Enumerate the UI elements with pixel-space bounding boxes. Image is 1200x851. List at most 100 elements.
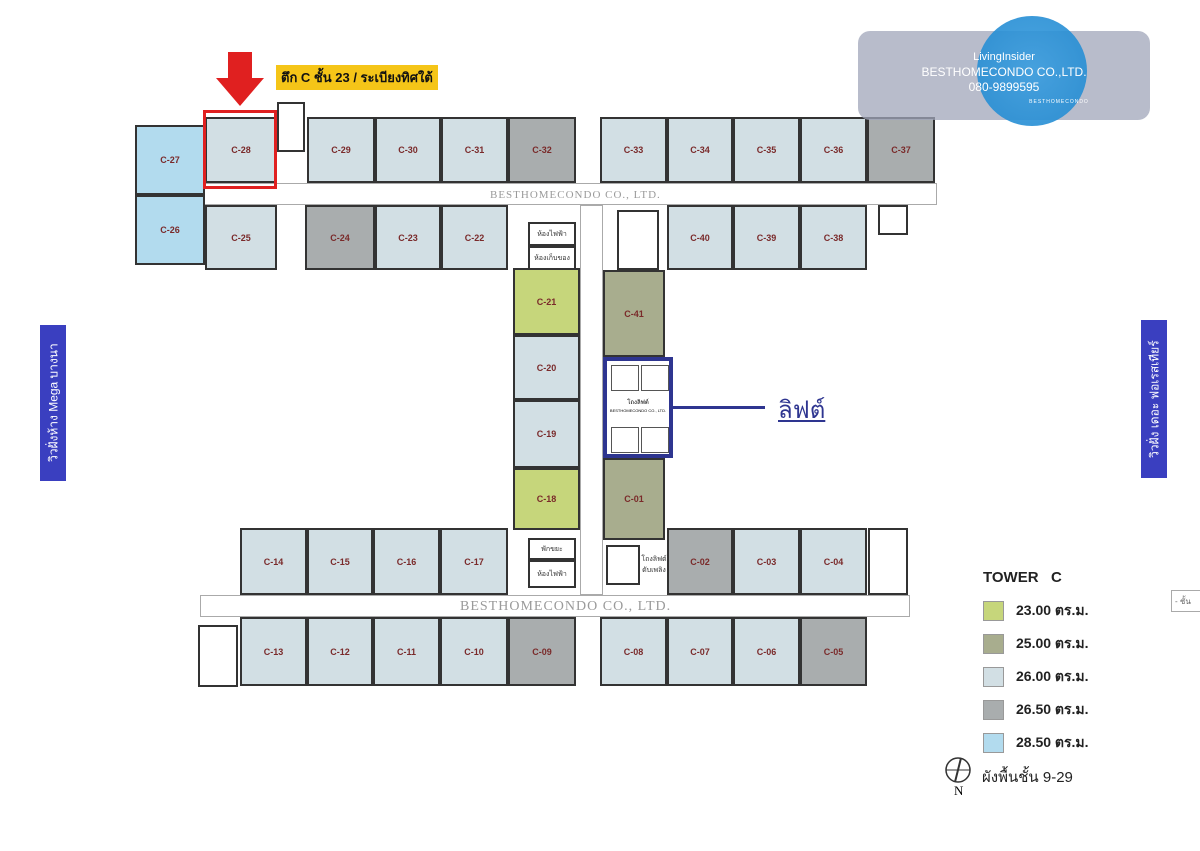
unit-label: C-27	[160, 155, 180, 165]
legend-swatch	[983, 634, 1004, 654]
unit-c-30[interactable]: C-30	[375, 117, 441, 183]
unit-label: C-25	[231, 232, 251, 243]
unit-c-41[interactable]: C-41	[603, 270, 665, 357]
unit-c-21[interactable]: C-21	[513, 268, 580, 335]
legend-item: 28.50 ตร.ม.	[983, 732, 1089, 754]
unit-label: C-34	[690, 145, 710, 155]
unit-label: C-23	[398, 232, 418, 243]
view-label-left: วิวฝั่งห้าง Mega บางนา	[40, 325, 66, 481]
unit-label: C-13	[263, 646, 284, 657]
stair-northeast	[878, 205, 908, 235]
legend-item: 23.00 ตร.ม.	[983, 600, 1089, 622]
unit-c-03[interactable]: C-03	[733, 528, 800, 595]
legend: TOWER C 23.00 ตร.ม.25.00 ตร.ม.26.00 ตร.ม…	[983, 569, 1089, 765]
service-room-label: ห้องไฟฟ้า	[537, 230, 567, 238]
legend-title: TOWER C	[983, 569, 1062, 586]
service-room-label: พักขยะ	[541, 545, 563, 553]
unit-c-28[interactable]: C-28	[205, 117, 277, 183]
unit-c-04[interactable]: C-04	[800, 528, 867, 595]
unit-c-01[interactable]: C-01	[603, 458, 665, 540]
unit-label: C-39	[756, 232, 777, 243]
stair-northwest	[277, 102, 305, 152]
unit-c-22[interactable]: C-22	[441, 205, 508, 270]
unit-c-25[interactable]: C-25	[205, 205, 277, 270]
unit-label: C-24	[330, 232, 350, 243]
unit-c-35[interactable]: C-35	[733, 117, 800, 183]
plan-watermark: BESTHOMECONDO CO., LTD.	[490, 189, 661, 201]
unit-c-07[interactable]: C-07	[667, 617, 733, 686]
unit-label: C-19	[536, 429, 557, 439]
unit-c-15[interactable]: C-15	[307, 528, 373, 595]
unit-c-11[interactable]: C-11	[373, 617, 440, 686]
unit-c-02[interactable]: C-02	[667, 528, 733, 595]
unit-label: C-30	[398, 145, 418, 155]
unit-c-39[interactable]: C-39	[733, 205, 800, 270]
legend-item-label: 28.50 ตร.ม.	[1016, 734, 1089, 750]
lift-core: โถงลิฟต์ BESTHOMECONDO CO., LTD.	[603, 357, 673, 458]
unit-c-40[interactable]: C-40	[667, 205, 733, 270]
south-corridor	[200, 595, 910, 617]
edge-tab: - ชั้น	[1171, 590, 1200, 612]
unit-c-18[interactable]: C-18	[513, 468, 580, 530]
unit-c-34[interactable]: C-34	[667, 117, 733, 183]
unit-c-24[interactable]: C-24	[305, 205, 375, 270]
unit-c-14[interactable]: C-14	[240, 528, 307, 595]
unit-c-10[interactable]: C-10	[440, 617, 508, 686]
unit-label: C-11	[396, 646, 416, 657]
north-label: N	[954, 783, 964, 798]
service-room: ห้องไฟฟ้า	[528, 222, 576, 246]
legend-item-label: 26.00 ตร.ม.	[1016, 668, 1089, 684]
unit-c-32[interactable]: C-32	[508, 117, 576, 183]
service-room: ห้องไฟฟ้า	[528, 560, 576, 588]
unit-label: C-26	[160, 225, 180, 235]
unit-c-33[interactable]: C-33	[600, 117, 667, 183]
unit-label: C-14	[263, 556, 284, 567]
unit-c-37[interactable]: C-37	[867, 117, 935, 183]
service-room: พักขยะ	[528, 538, 576, 560]
unit-c-20[interactable]: C-20	[513, 335, 580, 400]
lift-hall-sublabel: BESTHOMECONDO CO., LTD.	[609, 408, 667, 413]
unit-label: C-29	[331, 145, 351, 155]
unit-label: C-07	[690, 646, 710, 657]
unit-c-19[interactable]: C-19	[513, 400, 580, 468]
unit-label: C-40	[690, 232, 710, 243]
unit-c-09[interactable]: C-09	[508, 617, 576, 686]
fire-lift-hall: โถงลิฟต์ดับเพลิง	[641, 545, 667, 585]
unit-c-26[interactable]: C-26	[135, 195, 205, 265]
legend-swatch	[983, 601, 1004, 621]
unit-c-29[interactable]: C-29	[307, 117, 375, 183]
unit-c-13[interactable]: C-13	[240, 617, 307, 686]
unit-label: C-04	[823, 556, 844, 567]
callout-label: ตึก C ชั้น 23 / ระเบียงทิศใต้	[276, 65, 438, 90]
watermark-brand: LivingInsider	[973, 51, 1035, 63]
unit-label: C-35	[756, 145, 777, 155]
unit-c-12[interactable]: C-12	[307, 617, 373, 686]
unit-label: C-36	[823, 145, 844, 155]
legend-swatch	[983, 667, 1004, 687]
unit-label: C-01	[624, 494, 644, 504]
unit-label: C-21	[536, 296, 557, 307]
unit-label: C-12	[330, 646, 350, 657]
unit-c-17[interactable]: C-17	[440, 528, 508, 595]
unit-c-06[interactable]: C-06	[733, 617, 800, 686]
unit-label: C-08	[623, 646, 644, 657]
lift-leader-line	[673, 406, 765, 409]
lift-label: ลิฟต์	[778, 397, 826, 424]
unit-c-36[interactable]: C-36	[800, 117, 867, 183]
unit-label: C-09	[532, 646, 552, 657]
unit-c-08[interactable]: C-08	[600, 617, 667, 686]
unit-c-16[interactable]: C-16	[373, 528, 440, 595]
unit-label: C-41	[624, 308, 644, 319]
unit-c-31[interactable]: C-31	[441, 117, 508, 183]
watermark-company: BESTHOMECONDO CO.,LTD.	[921, 65, 1087, 79]
watermark-logo-text: BESTHOMECONDO	[1029, 99, 1089, 105]
watermark-text: LivingInsider BESTHOMECONDO CO.,LTD. 080…	[858, 50, 1150, 110]
stair-southwest	[198, 625, 238, 687]
unit-c-38[interactable]: C-38	[800, 205, 867, 270]
unit-c-23[interactable]: C-23	[375, 205, 441, 270]
legend-item-label: 23.00 ตร.ม.	[1016, 602, 1089, 618]
unit-label: C-17	[464, 556, 484, 567]
unit-c-05[interactable]: C-05	[800, 617, 867, 686]
unit-c-27[interactable]: C-27	[135, 125, 205, 195]
